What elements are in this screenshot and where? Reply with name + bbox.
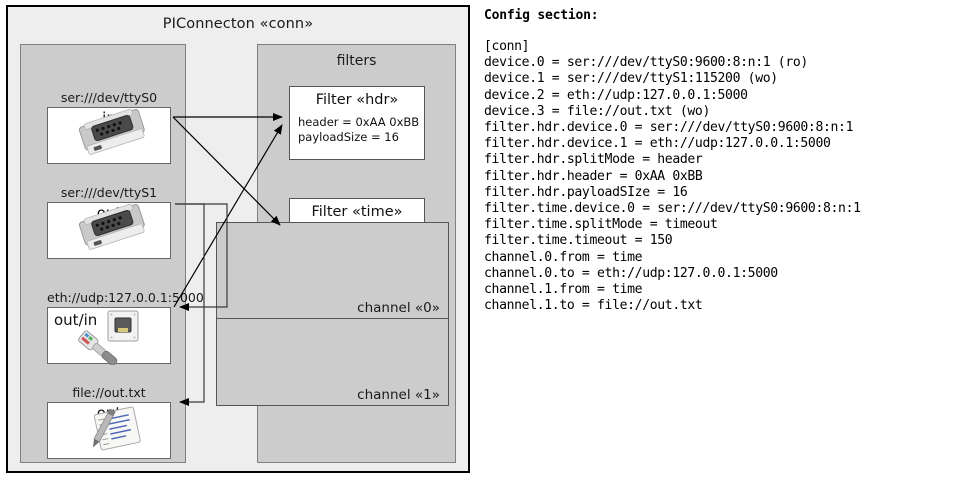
device-box[interactable]: in <box>47 107 171 164</box>
config-line: filter.time.timeout = 150 <box>484 233 673 249</box>
config-line: [conn] <box>484 39 530 54</box>
devices-group: ser:///dev/ttyS0 in <box>20 44 204 463</box>
channel-label: channel «0» <box>357 300 440 316</box>
device-ser-ttys1[interactable]: ser:///dev/ttyS1 out <box>47 185 171 259</box>
config-line: channel.1.to = file://out.txt <box>484 298 703 314</box>
config-line: channel.1.from = time <box>484 282 643 298</box>
channel-label: channel «1» <box>357 387 440 403</box>
device-label: ser:///dev/ttyS0 <box>60 90 158 105</box>
ethernet-port-icon <box>78 310 139 365</box>
channel-0-box[interactable]: channel «0» <box>216 222 449 319</box>
config-line: channel.0.from = time <box>484 249 643 265</box>
text-file-icon <box>92 406 141 451</box>
config-line: device.1 = ser:///dev/ttyS1:115200 (wo) <box>484 71 778 87</box>
filter-title: Filter «time» <box>311 204 403 220</box>
device-label: ser:///dev/ttyS1 <box>60 185 158 200</box>
serial-port-icon <box>78 203 145 250</box>
device-file-out-txt[interactable]: file://out.txt out <box>47 385 171 459</box>
filter-property-header: header = 0xAA 0xBB <box>298 115 420 129</box>
device-ser-ttys0[interactable]: ser:///dev/ttyS0 in <box>47 90 171 164</box>
filter-hdr-box[interactable]: Filter «hdr» header = 0xAA 0xBB payloadS… <box>289 86 425 160</box>
device-direction: out/in <box>54 311 98 329</box>
filter-title: Filter «hdr» <box>315 92 399 108</box>
channel-1-box[interactable]: channel «1» <box>216 318 449 406</box>
filter-property-payloadsize: payloadSize = 16 <box>298 130 399 144</box>
device-box[interactable]: out/in <box>47 307 171 365</box>
config-line: channel.0.to = eth://udp:127.0.0.1:5000 <box>484 265 778 281</box>
config-line: device.2 = eth://udp:127.0.0.1:5000 <box>484 87 748 103</box>
config-line: device.0 = ser:///dev/ttyS0:9600:8:n:1 (… <box>484 55 808 71</box>
device-label: file://out.txt <box>72 385 146 400</box>
config-line: filter.hdr.splitMode = header <box>484 152 703 168</box>
piconnecton-diagram-panel: PIConnecton «conn» ser:///dev/ttyS0 in <box>6 5 470 473</box>
config-line: filter.time.splitMode = timeout <box>484 217 718 233</box>
device-box[interactable]: out <box>47 402 171 459</box>
device-label: eth://udp:127.0.0.1:5000 <box>47 290 204 305</box>
diagram-title: PIConnecton «conn» <box>162 16 314 32</box>
config-section: Config section: [conn]device.0 = ser:///… <box>484 8 960 314</box>
config-line: filter.hdr.device.0 = ser:///dev/ttyS0:9… <box>484 120 854 136</box>
serial-port-icon <box>78 108 145 155</box>
config-lines: [conn]device.0 = ser:///dev/ttyS0:9600:8… <box>484 39 960 314</box>
config-line: filter.hdr.device.1 = eth://udp:127.0.0.… <box>484 136 831 152</box>
config-line: filter.hdr.header = 0xAA 0xBB <box>484 168 703 184</box>
device-box[interactable]: out <box>47 202 171 259</box>
config-line: filter.time.device.0 = ser:///dev/ttyS0:… <box>484 201 861 217</box>
config-line: device.3 = file://out.txt (wo) <box>484 103 710 119</box>
device-eth-udp[interactable]: eth://udp:127.0.0.1:5000 out/in <box>47 290 204 365</box>
config-line: filter.hdr.payloadSIze = 16 <box>484 184 688 200</box>
config-heading: Config section: <box>484 8 599 23</box>
filters-group-title: filters <box>336 53 377 69</box>
